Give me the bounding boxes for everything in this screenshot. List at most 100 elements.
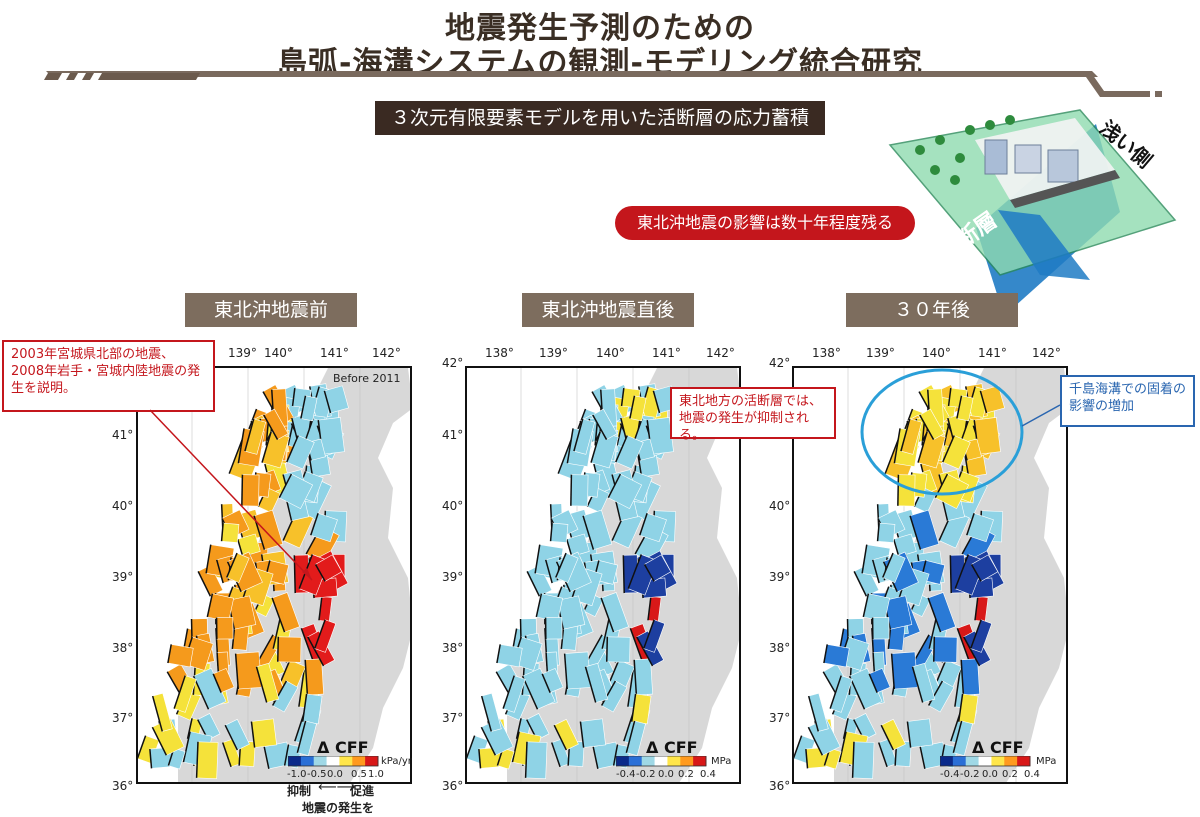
colorbar-swatch — [313, 756, 328, 766]
legend-title: Δ CFF — [317, 738, 369, 757]
fault-segment — [823, 644, 850, 668]
lat-tick: 40° — [112, 499, 134, 513]
colorbar-swatch — [940, 756, 954, 766]
fault-segment — [220, 522, 240, 543]
fault-segment — [868, 667, 891, 694]
fault-segment — [524, 741, 548, 779]
legend-suppress: 抑制 — [287, 784, 312, 798]
fault-segment — [917, 431, 946, 469]
fault-segment — [590, 431, 619, 469]
fault-segment — [296, 720, 317, 756]
map-after-svg — [467, 368, 739, 782]
legend-value: -1.0 — [287, 769, 307, 780]
fault-segment — [919, 408, 945, 441]
landmass-shape — [834, 368, 1066, 782]
fault-segment — [221, 738, 242, 768]
fault-segment — [600, 592, 629, 633]
fault-segment — [167, 644, 194, 668]
fault-segment — [549, 522, 569, 543]
fault-segment — [550, 738, 571, 768]
colorbar-swatch — [365, 756, 379, 766]
lon-tick: 138° — [812, 346, 841, 360]
legend-value: -0.2 — [636, 769, 656, 780]
fault-segment — [970, 554, 999, 582]
fault-segment — [206, 593, 235, 622]
lat-tick: 39° — [442, 570, 464, 584]
lat-tick: 37° — [442, 711, 464, 725]
fault-segment — [882, 552, 906, 583]
colorbar-swatch — [693, 756, 707, 766]
lon-tick: 138° — [485, 346, 514, 360]
fault-segment — [255, 662, 280, 703]
colorbar-swatch — [991, 756, 1005, 766]
fault-segment — [173, 675, 197, 713]
fault-segment — [300, 395, 318, 422]
panel-label-after: 東北沖地震直後 — [522, 293, 694, 327]
fault-segment — [927, 592, 956, 633]
map-after — [465, 366, 741, 784]
fault-segment — [236, 533, 261, 557]
fault-segment — [314, 554, 343, 582]
lat-tick: 38° — [442, 641, 464, 655]
colorbar-swatch — [965, 756, 980, 766]
fault-segment — [250, 718, 277, 748]
fault-segment — [871, 617, 890, 640]
fault-segment — [138, 735, 160, 764]
panel-label-before: 東北沖地震前 — [185, 293, 357, 327]
lat-tick: 39° — [769, 570, 791, 584]
fault-segment — [304, 658, 324, 696]
lat-tick: 37° — [769, 711, 791, 725]
fault-segment — [970, 619, 993, 653]
lat-tick: 40° — [442, 499, 464, 513]
lat-tick: 41° — [112, 428, 134, 442]
fault-segment — [467, 735, 489, 764]
legend-colorbar-before — [288, 756, 379, 767]
lat-tick: 42° — [442, 356, 464, 370]
lon-tick: 140° — [596, 346, 625, 360]
fault-segment — [195, 741, 219, 779]
fault-segment — [582, 509, 613, 551]
colorbar-swatch — [300, 756, 315, 766]
legend-value: -0.5 — [307, 769, 327, 780]
fault-segment — [496, 644, 523, 668]
landmass-shape — [178, 368, 410, 782]
fault-segment — [615, 435, 644, 470]
legend-value: 0.0 — [982, 769, 998, 780]
fault-segment — [555, 552, 579, 583]
legend-title: Δ CFF — [646, 738, 698, 757]
colorbar-swatch — [616, 756, 630, 766]
fault-segment — [960, 658, 980, 696]
fault-segment — [876, 522, 896, 543]
fault-segment — [956, 395, 974, 422]
fault-segment — [927, 680, 955, 713]
fault-segment — [480, 717, 514, 756]
fault-segment — [829, 675, 853, 713]
lon-tick: 139° — [228, 346, 257, 360]
legend-value: 0.4 — [700, 769, 716, 780]
legend-value: 0.0 — [658, 769, 674, 780]
fault-segment — [630, 693, 652, 725]
fault-segment — [932, 636, 958, 663]
fault-segment — [192, 667, 227, 710]
legend-colorbar-30yr — [940, 756, 1031, 767]
fault-segment — [605, 636, 631, 663]
lon-tick: 141° — [320, 346, 349, 360]
before-2011-tag: Before 2011 — [333, 372, 401, 385]
fault-segment — [323, 385, 349, 414]
lon-tick: 140° — [922, 346, 951, 360]
legend-value: 0.2 — [1002, 769, 1018, 780]
fault-segment — [952, 720, 973, 756]
lon-tick: 141° — [978, 346, 1007, 360]
fault-segment — [909, 509, 940, 551]
colorbar-swatch — [339, 756, 353, 766]
legend-value: -0.4 — [940, 769, 960, 780]
fault-segment — [241, 474, 260, 507]
lat-tick: 41° — [442, 428, 464, 442]
fault-segment — [647, 595, 662, 622]
colorbar-swatch — [288, 756, 302, 766]
landmass-shape — [507, 368, 739, 782]
colorbar-swatch — [952, 756, 967, 766]
legend-unit: MPa — [1036, 756, 1057, 767]
colorbar-swatch — [680, 756, 694, 766]
map-30yr-svg — [794, 368, 1066, 782]
